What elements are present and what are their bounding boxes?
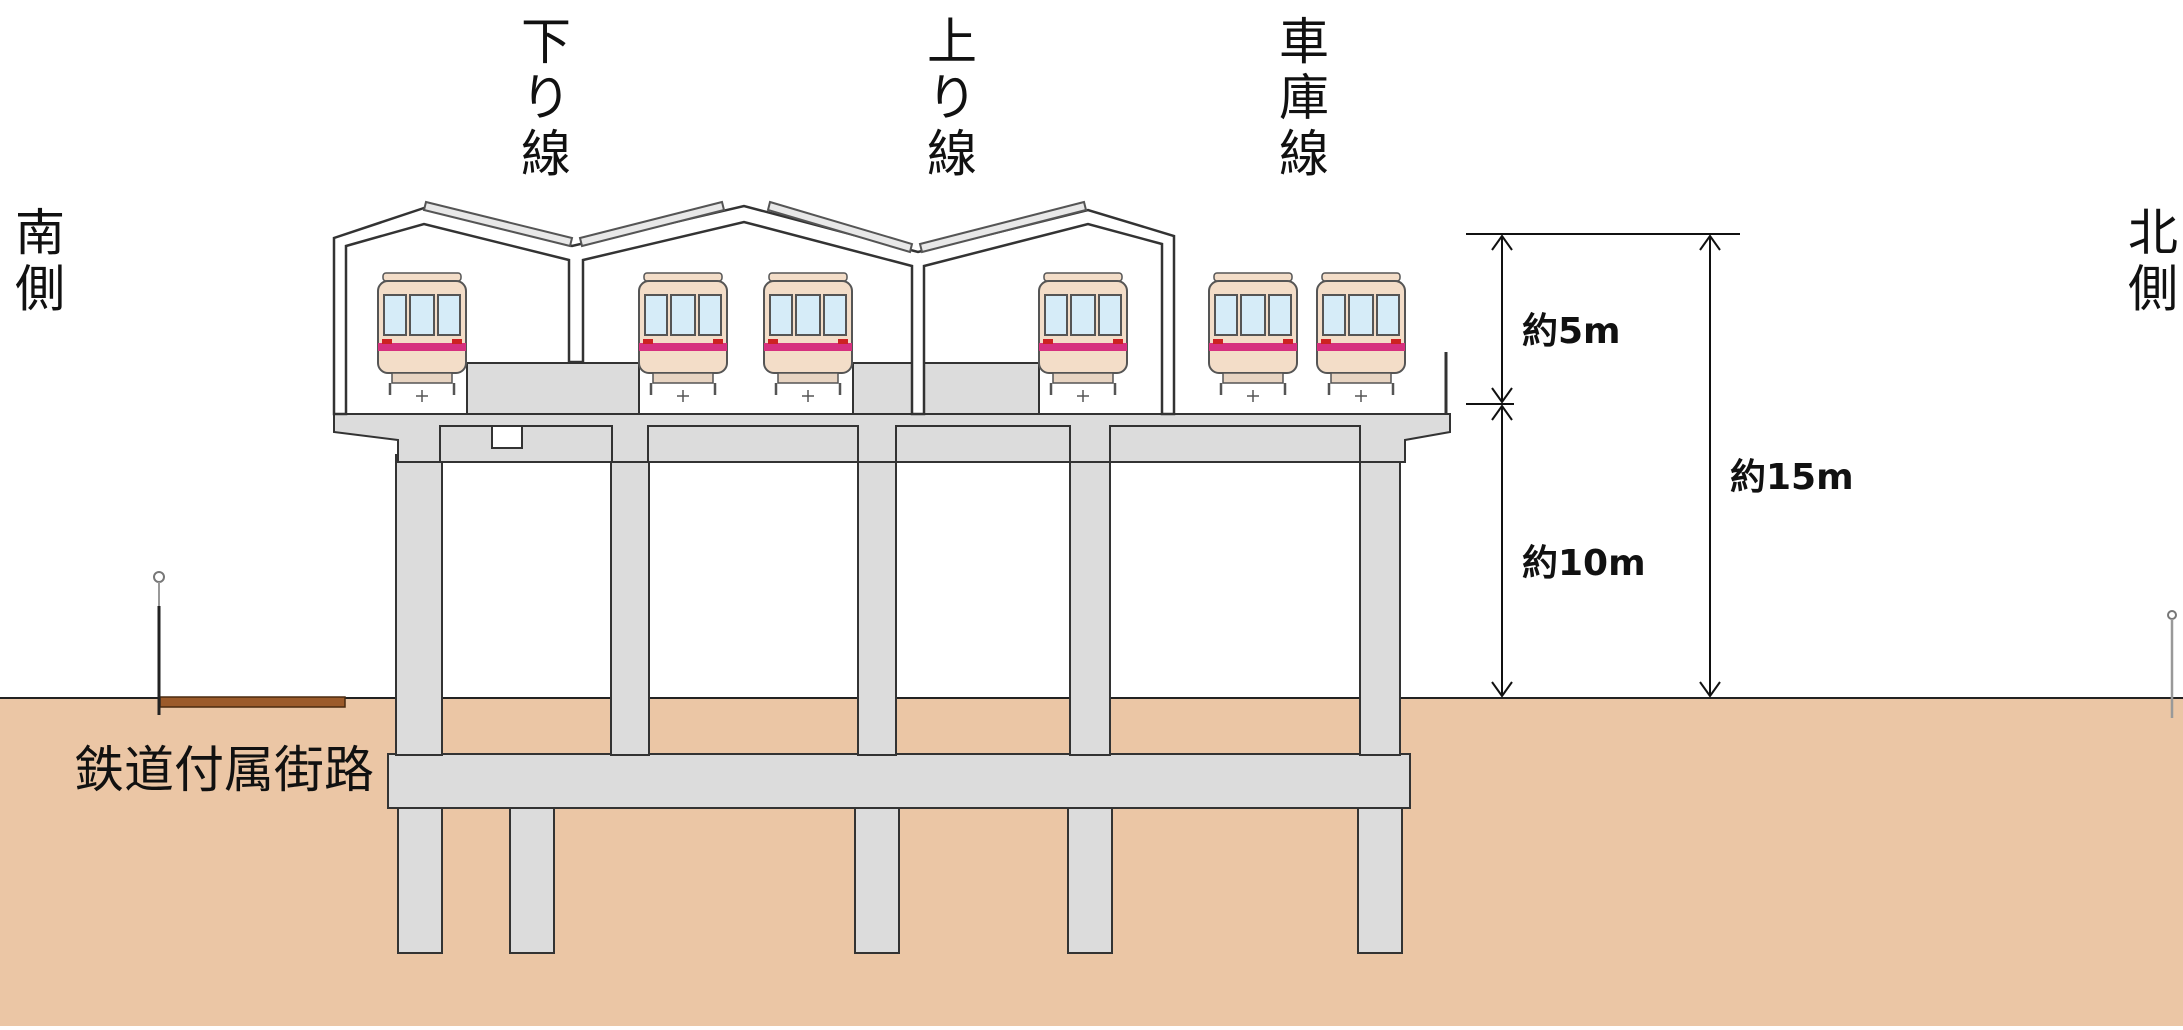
train-up-line-2 [762, 271, 854, 404]
train-up-line-1 [637, 271, 729, 404]
dimension-lines [1466, 233, 1740, 698]
dimension-total-label: 約15m [1730, 457, 1854, 498]
north-pole-top [2167, 610, 2177, 620]
down-line-label: 下 り 線 [521, 13, 571, 183]
south-side-label: 南 側 [15, 204, 65, 318]
depot-line-label: 車 庫 線 [1279, 13, 1329, 183]
platforms [466, 362, 1040, 415]
train-down-line [376, 271, 468, 404]
dimension-upper-label: 約5m [1522, 311, 1621, 352]
train-up-line-3 [1037, 271, 1129, 404]
up-line-label: 上 り 線 [927, 13, 977, 183]
roof-frame [332, 204, 1176, 416]
train-depot-2 [1315, 271, 1407, 404]
train-depot-1 [1207, 271, 1299, 404]
footing-beam [387, 753, 1411, 809]
roof-panels [422, 200, 1088, 254]
piles [397, 804, 1403, 954]
road-pole-top [153, 571, 165, 583]
dimension-lower-label: 約10m [1522, 543, 1646, 584]
deck-beams [439, 425, 1361, 463]
road-surface [159, 696, 346, 708]
north-side-label: 北 側 [2128, 204, 2178, 318]
columns [395, 454, 1401, 756]
railway-road-label: 鉄道付属街路 [74, 741, 374, 799]
